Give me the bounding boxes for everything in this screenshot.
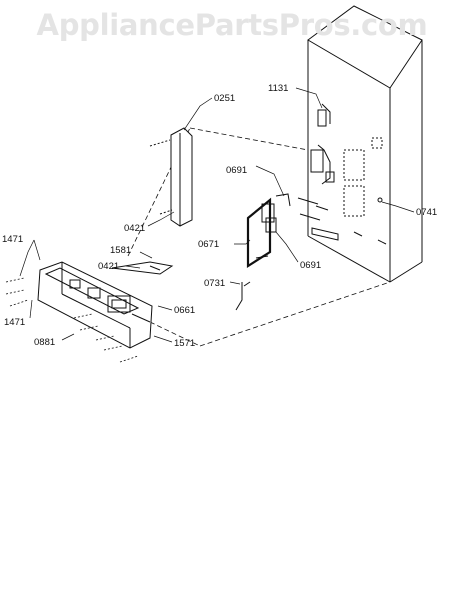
control-housing-0661 <box>37 261 153 349</box>
bracket-0731 <box>235 281 251 311</box>
control-board-0691 <box>246 193 291 269</box>
callout-1471-top: 1471 <box>2 234 23 245</box>
callout-0741: 0741 <box>416 207 437 218</box>
cabinet-back-details <box>297 103 387 245</box>
callout-0731: 0731 <box>204 278 225 289</box>
callout-1581: 1581 <box>110 245 131 256</box>
callout-1131: 1131 <box>268 83 288 94</box>
callout-0421-lower: 0421 <box>98 261 119 272</box>
callout-0251: 0251 <box>214 93 235 104</box>
duct-part-0251 <box>149 127 193 227</box>
callout-labels: 0251 1131 0691 0741 0421 0671 0691 1581 … <box>2 83 437 349</box>
callout-1571: 1571 <box>174 338 195 349</box>
callout-1471-bottom: 1471 <box>4 317 25 328</box>
callout-0421-upper: 0421 <box>124 223 145 234</box>
plate-1581 <box>111 261 174 275</box>
callout-0661: 0661 <box>174 305 195 316</box>
callout-leaders <box>19 87 415 343</box>
watermark-logo: AppliancePartsPros.com <box>36 8 428 42</box>
floor-outline <box>127 127 391 347</box>
cabinet-body <box>307 5 423 283</box>
callout-0881: 0881 <box>34 337 55 348</box>
screws-1471 <box>5 277 139 363</box>
callout-0691-top: 0691 <box>226 165 247 176</box>
callout-0691-bottom: 0691 <box>300 260 321 271</box>
callout-0671: 0671 <box>198 239 219 250</box>
